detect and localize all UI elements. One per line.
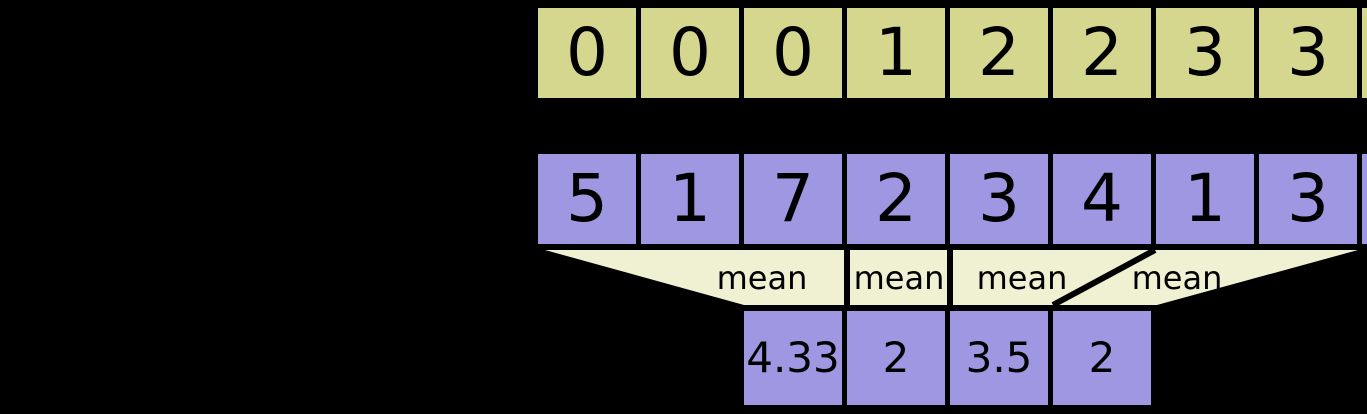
mean-band-trapezoid (545, 250, 1358, 305)
data-cell: 4 (1053, 154, 1151, 244)
output-row: 4.33 2 3.5 2 (744, 311, 1151, 405)
output-cell: 4.33 (744, 311, 842, 405)
output-cell: 2 (847, 311, 945, 405)
mean-operation-label: mean (716, 259, 808, 297)
segment-id-cell: 3 (1156, 8, 1254, 98)
data-cell: 2 (847, 154, 945, 244)
output-cell: 3.5 (950, 311, 1048, 405)
data-cell-clipped (1362, 154, 1367, 244)
segment-id-cell: 0 (641, 8, 739, 98)
data-cell: 3 (950, 154, 1048, 244)
data-cell: 5 (538, 154, 636, 244)
segment-id-cell: 2 (1053, 8, 1151, 98)
output-cell: 2 (1053, 311, 1151, 405)
data-cell: 1 (1156, 154, 1254, 244)
data-cell: 1 (641, 154, 739, 244)
mean-operation-label: mean (1131, 259, 1223, 297)
segment-id-cell: 1 (847, 8, 945, 98)
segment-id-cell: 0 (744, 8, 842, 98)
data-cell: 7 (744, 154, 842, 244)
segment-id-cell: 2 (950, 8, 1048, 98)
segment-ids-row: 0 0 0 1 2 2 3 3 (538, 8, 1367, 98)
segment-id-cell-clipped (1362, 8, 1367, 98)
segment-id-cell: 0 (538, 8, 636, 98)
segment-id-cell: 3 (1259, 8, 1357, 98)
data-row: 5 1 7 2 3 4 1 3 (538, 154, 1367, 244)
data-cell: 3 (1259, 154, 1357, 244)
mean-operation-label: mean (976, 259, 1068, 297)
mean-operation-label: mean (853, 259, 945, 297)
